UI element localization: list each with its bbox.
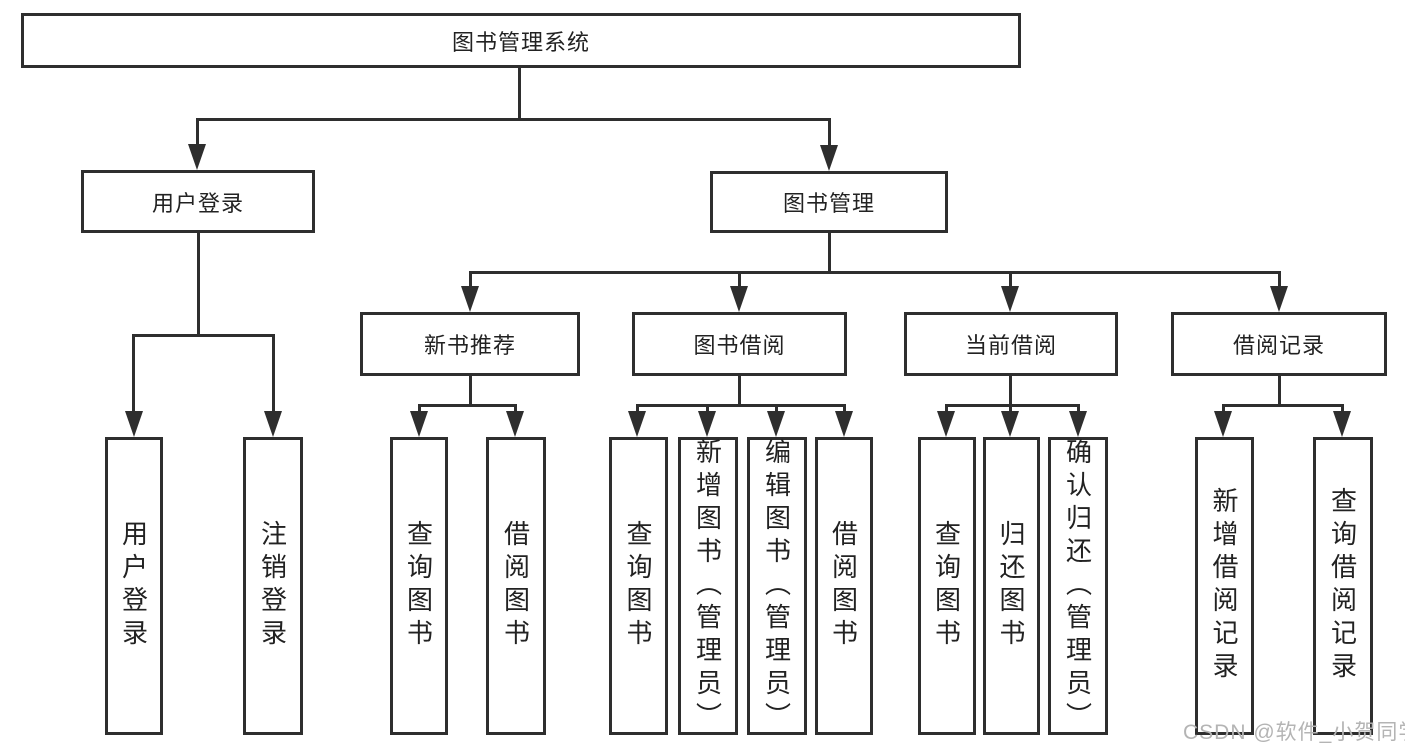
- node-label: 新增图书（管理员）: [692, 437, 723, 735]
- connector-vline: [469, 271, 472, 289]
- connector-vline: [1222, 404, 1225, 414]
- connector-vline: [843, 404, 846, 414]
- arrow-down-icon: [1069, 411, 1087, 437]
- node-label: 新增借阅记录: [1209, 487, 1239, 685]
- connector-vline: [1077, 404, 1080, 414]
- connector-hline: [196, 118, 831, 121]
- node-user-login: 用户登录: [81, 170, 315, 233]
- node-label: 用户登录: [118, 520, 149, 652]
- connector-hline: [132, 334, 275, 337]
- leaf-add-books-admin: 新增图书（管理员）: [678, 437, 738, 735]
- leaf-query-books-borrow: 查询图书: [609, 437, 668, 735]
- node-label: 查询图书: [931, 520, 962, 652]
- connector-vline: [636, 404, 639, 414]
- leaf-query-books-recommend: 查询图书: [390, 437, 448, 735]
- leaf-borrow-books: 借阅图书: [815, 437, 873, 735]
- arrow-down-icon: [1333, 411, 1351, 437]
- leaf-add-borrow-record: 新增借阅记录: [1195, 437, 1254, 735]
- node-label: 查询图书: [403, 520, 434, 652]
- leaf-borrow-books-recommend: 借阅图书: [486, 437, 546, 735]
- node-label: 借阅图书: [828, 520, 859, 652]
- node-label: 确认归还（管理员）: [1062, 437, 1093, 735]
- node-label: 借阅图书: [500, 520, 531, 652]
- connector-vline: [828, 118, 831, 159]
- connector-vline: [706, 404, 709, 414]
- arrow-down-icon: [410, 411, 428, 437]
- connector-hline: [418, 404, 517, 407]
- node-label: 归还图书: [996, 520, 1026, 652]
- connector-vline: [469, 374, 472, 407]
- node-book-management: 图书管理: [710, 171, 948, 233]
- connector-hline: [636, 404, 846, 407]
- leaf-query-borrow-record: 查询借阅记录: [1313, 437, 1373, 735]
- arrow-down-icon: [1270, 286, 1288, 312]
- arrow-down-icon: [820, 145, 838, 171]
- connector-vline: [828, 233, 831, 274]
- connector-vline: [132, 334, 135, 411]
- arrow-down-icon: [628, 411, 646, 437]
- connector-hline: [469, 271, 1281, 274]
- node-current-borrow: 当前借阅: [904, 312, 1118, 376]
- connector-vline: [1009, 404, 1012, 414]
- arrow-down-icon: [461, 286, 479, 312]
- connector-vline: [514, 404, 517, 414]
- node-book-borrow: 图书借阅: [632, 312, 847, 376]
- connector-vline: [1278, 271, 1281, 289]
- node-new-book-recommend: 新书推荐: [360, 312, 580, 376]
- connector-vline: [418, 404, 421, 414]
- connector-vline: [775, 404, 778, 414]
- leaf-user-login: 用户登录: [105, 437, 163, 735]
- node-root: 图书管理系统: [21, 13, 1021, 68]
- arrow-down-icon: [125, 411, 143, 437]
- leaf-edit-books-admin: 编辑图书（管理员）: [747, 437, 807, 735]
- arrow-down-icon: [1214, 411, 1232, 437]
- connector-vline: [518, 68, 521, 120]
- connector-vline: [1278, 376, 1281, 407]
- arrow-down-icon: [767, 411, 785, 437]
- connector-vline: [197, 233, 200, 337]
- arrow-down-icon: [937, 411, 955, 437]
- node-label: 注销登录: [257, 520, 288, 652]
- connector-hline: [945, 404, 1080, 407]
- arrow-down-icon: [1001, 286, 1019, 312]
- leaf-logout: 注销登录: [243, 437, 303, 735]
- arrow-down-icon: [835, 411, 853, 437]
- leaf-confirm-return-admin: 确认归还（管理员）: [1048, 437, 1108, 735]
- node-borrow-records: 借阅记录: [1171, 312, 1387, 376]
- leaf-return-books: 归还图书: [983, 437, 1040, 735]
- leaf-query-books-current: 查询图书: [918, 437, 976, 735]
- arrow-down-icon: [188, 144, 206, 170]
- arrow-down-icon: [506, 411, 524, 437]
- arrow-down-icon: [1001, 411, 1019, 437]
- connector-vline: [272, 334, 275, 411]
- connector-vline: [1341, 404, 1344, 414]
- arrow-down-icon: [730, 286, 748, 312]
- connector-vline: [738, 376, 741, 407]
- arrow-down-icon: [264, 411, 282, 437]
- connector-vline: [1009, 271, 1012, 289]
- connector-hline: [1222, 404, 1344, 407]
- connector-vline: [945, 404, 948, 414]
- connector-vline: [1009, 376, 1012, 407]
- node-label: 查询借阅记录: [1327, 487, 1358, 685]
- arrow-down-icon: [698, 411, 716, 437]
- connector-vline: [196, 118, 199, 158]
- connector-vline: [738, 271, 741, 289]
- watermark: CSDN @软件_小贺同学: [1183, 721, 1405, 744]
- node-label: 查询图书: [623, 520, 653, 652]
- node-label: 编辑图书（管理员）: [761, 437, 792, 735]
